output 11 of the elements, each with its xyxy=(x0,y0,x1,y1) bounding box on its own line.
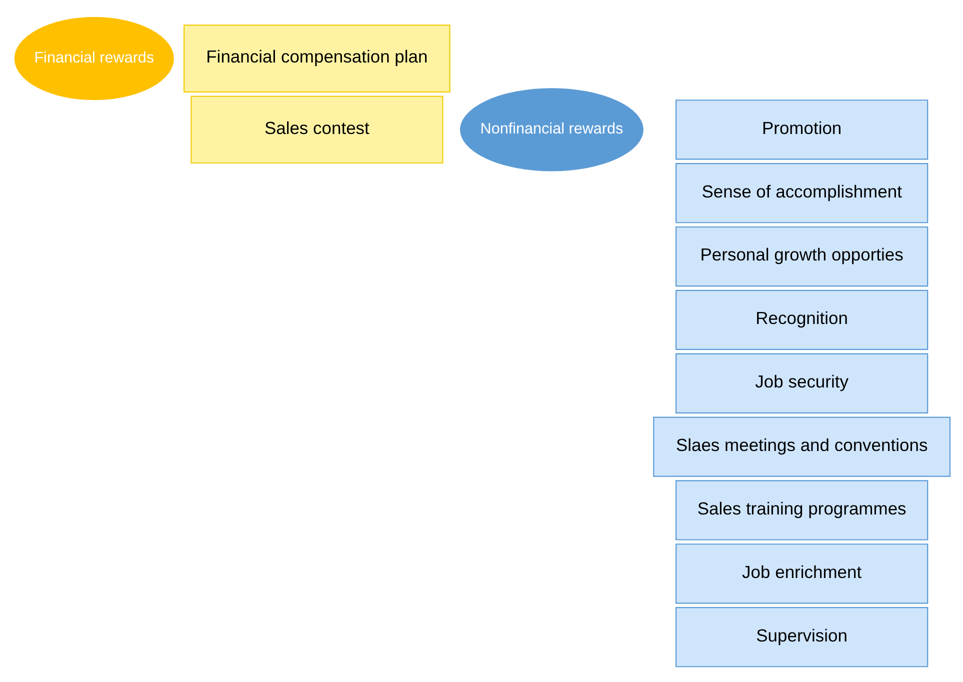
node-box: Sales contest xyxy=(190,96,444,164)
node-box: Recognition xyxy=(676,290,928,350)
node-box: Personal growth opporties xyxy=(676,226,928,287)
node-box: Job enrichment xyxy=(676,544,928,604)
node-box: Job security xyxy=(676,353,928,414)
node-box: Supervision xyxy=(676,607,928,668)
node-box: Sense of accomplishment xyxy=(676,163,928,224)
node-box: Promotion xyxy=(676,100,928,160)
node-box: Sales training programmes xyxy=(676,480,928,540)
node-box: Slaes meetings and conventions xyxy=(653,416,951,477)
node-box: Financial compensation plan xyxy=(184,24,450,92)
